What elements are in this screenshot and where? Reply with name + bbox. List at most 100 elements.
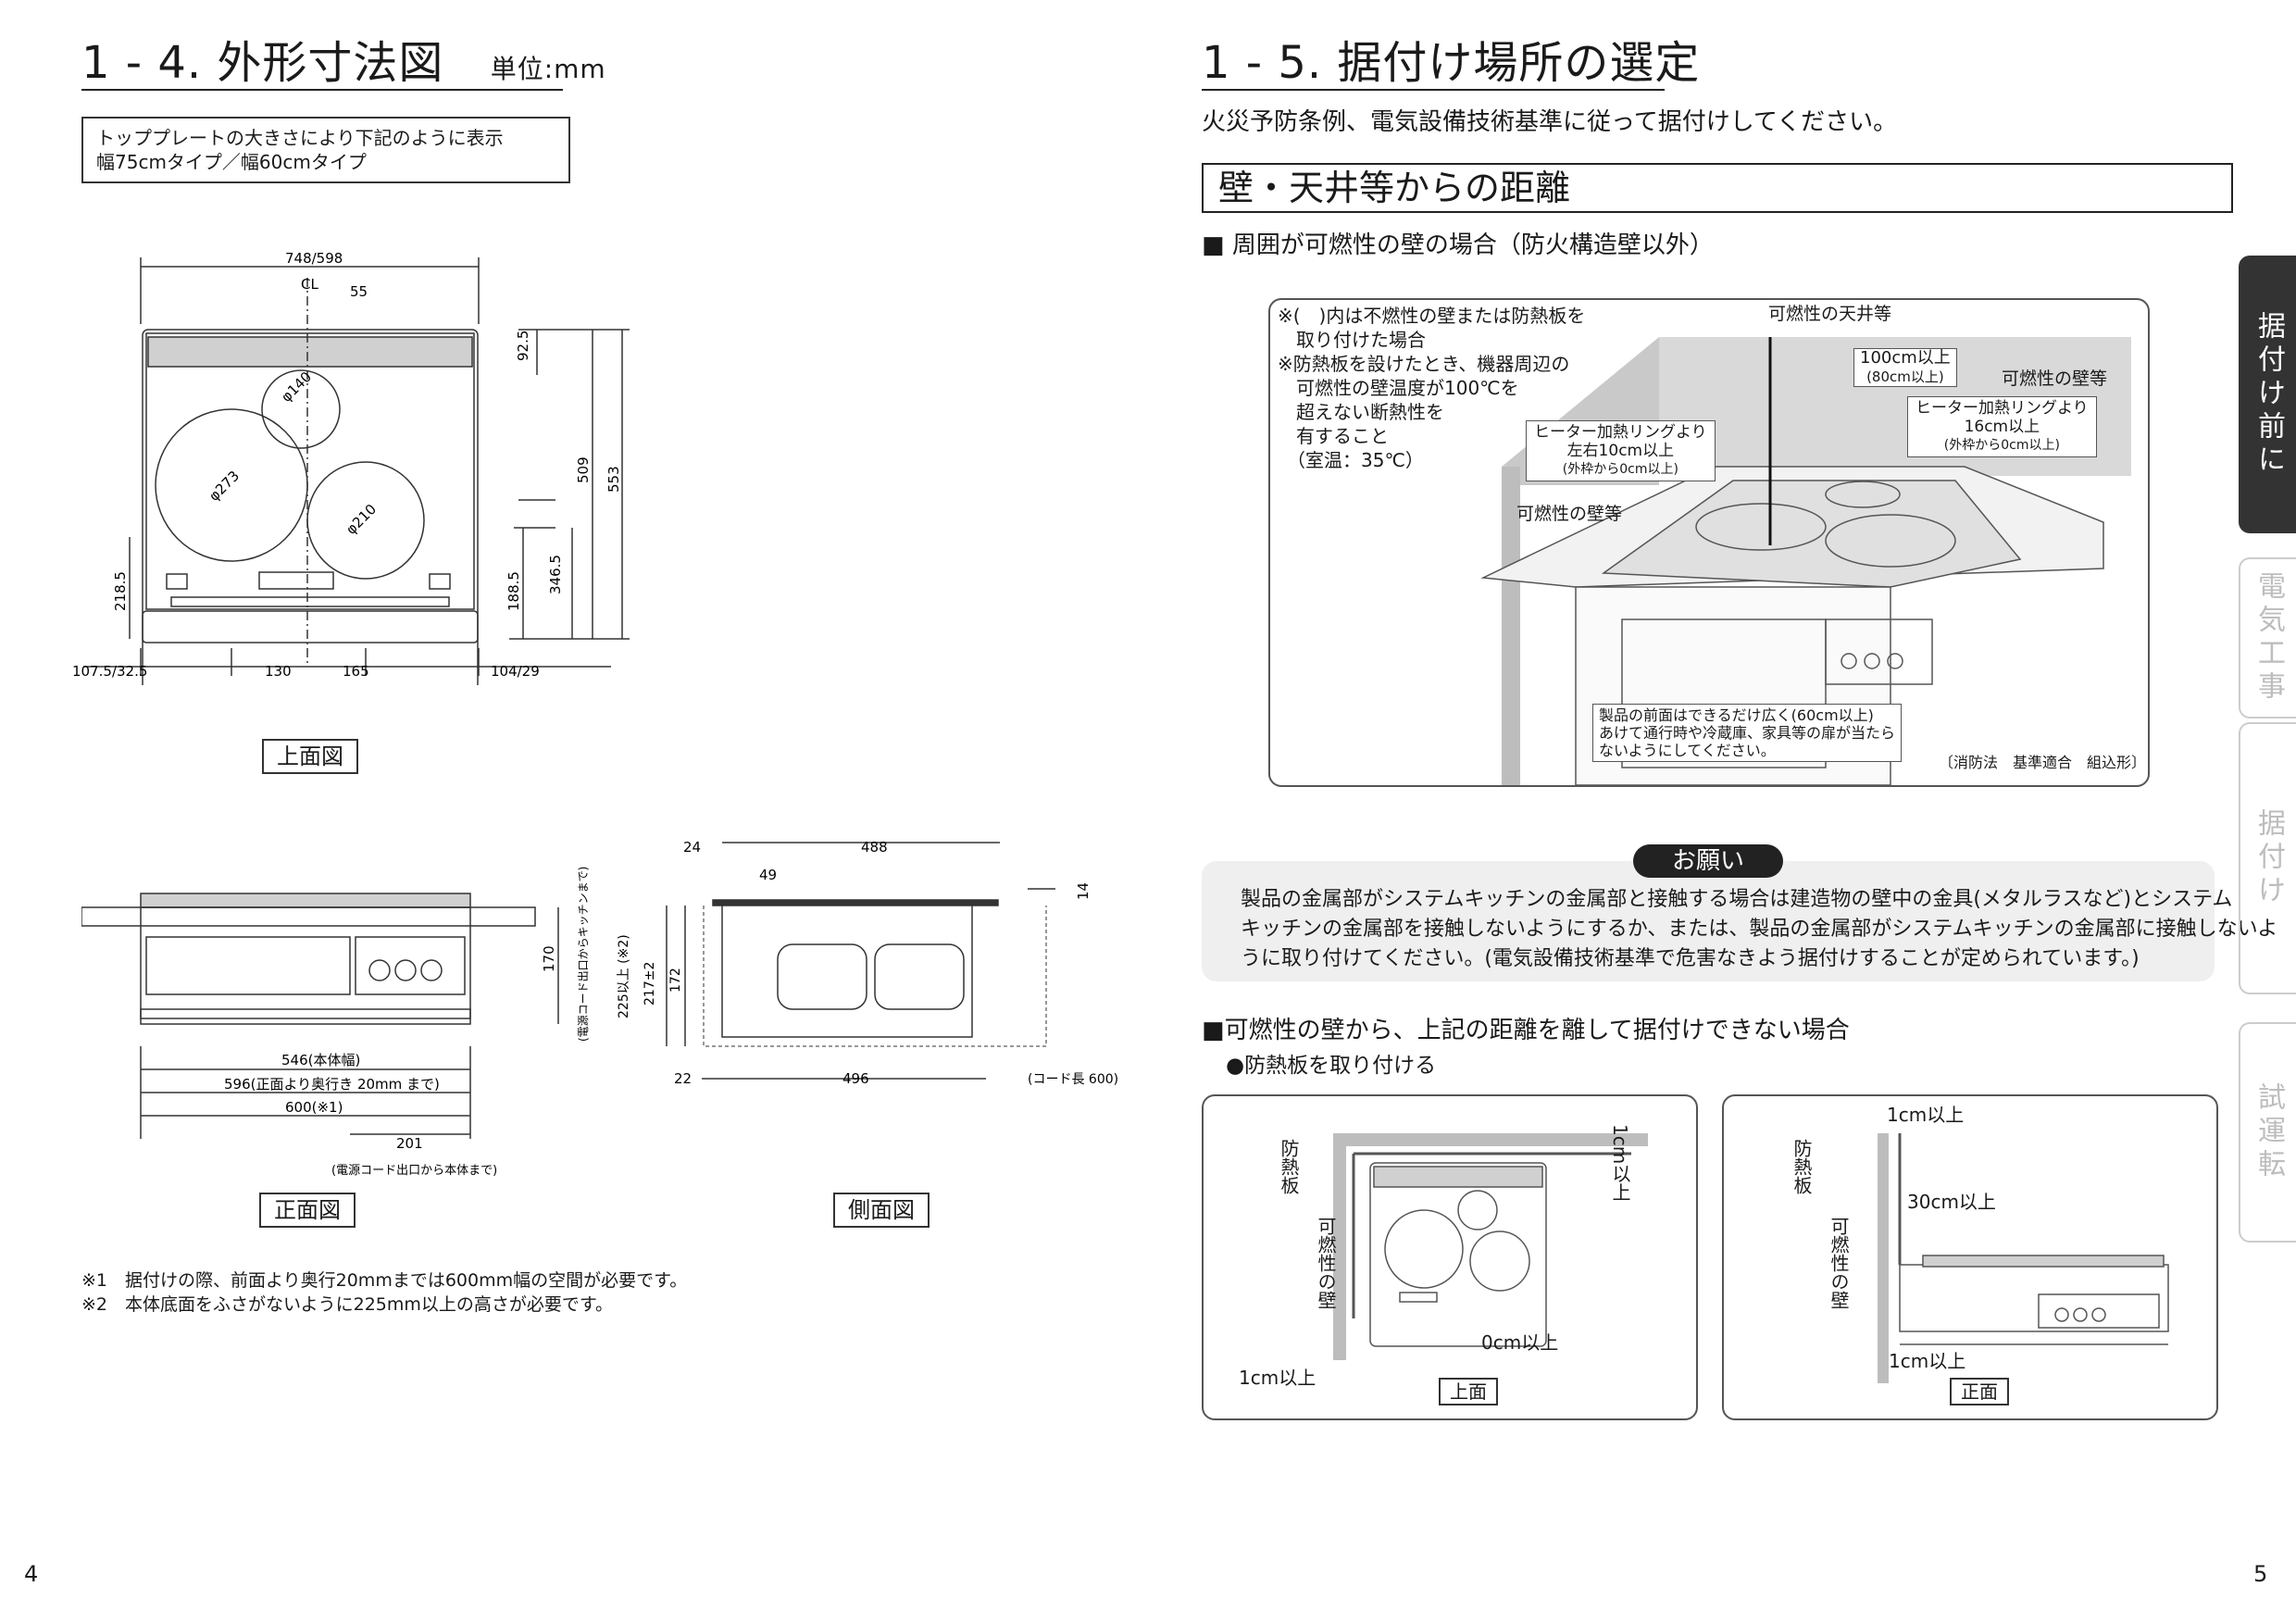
front-note-line: 製品の前面はできるだけ広く(60cm以上)	[1599, 706, 1874, 724]
dim-1cm-left: 1cm以上	[1239, 1367, 1316, 1389]
label-heat-plate: 防熱板	[1278, 1139, 1300, 1194]
front-view-drawing: 546(本体幅) 596(正面より奥行き 20mm まで) 600(※1) 20…	[81, 867, 590, 1178]
ring-right-text: (外枠から0cm以上)	[1943, 438, 2060, 453]
dim-49: 49	[759, 867, 777, 883]
dim-218-5: 218.5	[112, 571, 129, 611]
dim-phi273: φ273	[206, 468, 243, 505]
dim-165: 165	[343, 663, 369, 680]
dim-1cm-bottom: 1cm以上	[1889, 1350, 1966, 1372]
footnote: ※1 据付けの際、前面より奥行20mmまでは600mm幅の空間が必要です。	[81, 1270, 688, 1291]
caption-top-view: 上面図	[262, 739, 358, 774]
tab-label: 電気工事	[2252, 571, 2285, 705]
dim-346-5: 346.5	[547, 555, 564, 594]
label-ceiling: 可燃性の天井等	[1768, 304, 1892, 324]
callout-100cm: 100cm以上 (80cm以上)	[1853, 348, 1957, 387]
dim-172: 172	[668, 968, 683, 993]
dim-55: 55	[350, 283, 368, 300]
dim-188-5: 188.5	[505, 571, 522, 611]
callout-ring-left: ヒーター加熱リングより 左右10cm以上 (外枠から0cm以上)	[1526, 420, 1716, 481]
cord-kitchen-note: (電源コード出口からキッチンまで)	[577, 867, 590, 1042]
law-label: 〔消防法 基準適合 組込形〕	[1939, 754, 2147, 771]
label-wall: 可燃性の壁	[1828, 1217, 1850, 1309]
dim-596: 596(正面より奥行き 20mm まで)	[224, 1076, 440, 1093]
dim-80cm: (80cm以上)	[1866, 369, 1944, 385]
section-title-location: 1 - 5. 据付け場所の選定	[1202, 37, 1701, 89]
dim-14: 14	[1075, 882, 1092, 900]
size-note-line: 幅75cmタイプ／幅60cmタイプ	[96, 151, 367, 173]
dim-24: 24	[683, 839, 701, 856]
dim-107-5: 107.5/32.5	[72, 663, 147, 680]
ring-left-text: (外枠から0cm以上)	[1562, 462, 1678, 477]
dim-600: 600(※1)	[285, 1099, 343, 1116]
tab-test-run[interactable]: 試運転	[2239, 1022, 2296, 1243]
section-header-distance: 壁・天井等からの距離	[1202, 163, 2233, 213]
dim-104: 104/29	[491, 663, 540, 680]
label-wall-right: 可燃性の壁等	[2002, 369, 2108, 389]
ring-left-text: ヒーター加熱リングより	[1534, 423, 1707, 442]
dim-92-5: 92.5	[515, 331, 531, 361]
tab-electrical[interactable]: 電気工事	[2239, 557, 2296, 718]
dim-225: 225以上 (※2)	[617, 934, 631, 1018]
dim-0cm: 0cm以上	[1481, 1331, 1559, 1354]
page-number-left: 4	[24, 1561, 39, 1587]
dim-553: 553	[605, 466, 622, 493]
dim-1cm-top: 1cm以上	[1887, 1104, 1965, 1126]
bullet-combustible-wall: ■ 周囲が可燃性の壁の場合（防火構造壁以外）	[1202, 231, 1714, 259]
request-label: お願い	[1633, 844, 1783, 878]
bullet-heat-plate: ●防熱板を取り付ける	[1226, 1054, 1437, 1078]
front-note-line: あけて通行時や冷蔵庫、家具等の扉が当たら	[1599, 724, 1896, 742]
size-note: トッププレートの大きさにより下記のように表示 幅75cmタイプ／幅60cmタイプ	[81, 117, 570, 183]
request-box	[1202, 861, 2215, 981]
label-wall: 可燃性の壁	[1315, 1217, 1337, 1309]
callout-ring-right: ヒーター加熱リングより 16cm以上 (外枠から0cm以上)	[1907, 396, 2097, 457]
dim-22: 22	[674, 1070, 692, 1087]
request-line: うに取り付けてください。(電気設備技術基準で危害なきよう据付けすることが定められ…	[1241, 947, 2140, 970]
dim-overall-width: 748/598	[285, 250, 343, 267]
title-underline	[81, 89, 563, 91]
dim-100cm: 100cm以上	[1860, 348, 1951, 368]
dim-201: 201	[396, 1135, 423, 1152]
caption-top: 上面	[1439, 1378, 1498, 1405]
ring-right-text: ヒーター加熱リングより	[1915, 399, 2089, 418]
page-number-right: 5	[2253, 1561, 2268, 1587]
request-line: キッチンの金属部を接触しないようにするか、または、製品の金属部がシステムキッチン…	[1241, 918, 2278, 941]
figure-note-line: ※防熱板を設けたとき、機器周辺の	[1278, 353, 1570, 375]
dim-170: 170	[541, 945, 557, 972]
dim-130: 130	[265, 663, 292, 680]
dim-488: 488	[861, 839, 888, 856]
request-text: 製品の金属部がシステムキッチンの金属部と接触する場合は建造物の壁中の金具(メタル…	[1241, 885, 2277, 974]
dim-546: 546(本体幅)	[281, 1052, 360, 1068]
ring-left-text: 左右10cm以上	[1566, 442, 1675, 460]
bullet-cannot-separate: ■可燃性の壁から、上記の距離を離して据付けできない場合	[1202, 1017, 1850, 1044]
ring-right-text: 16cm以上	[1964, 418, 2040, 436]
heat-plate-front-diagram: 防熱板 可燃性の壁 1cm以上 30cm以上 1cm以上 正面	[1722, 1094, 2218, 1420]
dim-1cm-top: 1cm以上	[1609, 1124, 1631, 1202]
tab-label: 据付け	[2252, 808, 2285, 908]
figure-note-line: （室温：35℃）	[1278, 449, 1424, 471]
tab-label: 据付け前に	[2252, 311, 2285, 478]
intro-text: 火災予防条例、電気設備技術基準に従って据付けしてください。	[1202, 108, 1898, 136]
figure-note: ※( )内は不燃性の壁または防熱板を 取り付けた場合 ※防熱板を設けたとき、機器…	[1278, 304, 1585, 472]
side-view-drawing: 24 488 49 14 225以上 (※2) 217±2 172 22 496…	[617, 839, 1118, 1087]
caption-front-view: 正面図	[259, 1193, 356, 1228]
tab-before-install[interactable]: 据付け前に	[2239, 256, 2296, 533]
dim-cl: CL	[301, 276, 318, 293]
size-note-line: トッププレートの大きさにより下記のように表示	[96, 127, 504, 149]
tab-install[interactable]: 据付け	[2239, 722, 2296, 994]
caption-side-view: 側面図	[833, 1193, 930, 1228]
figure-note-line: 可燃性の壁温度が100℃を	[1278, 377, 1519, 399]
dim-496: 496	[842, 1070, 869, 1087]
caption-front: 正面	[1950, 1378, 2009, 1405]
dim-509: 509	[575, 456, 592, 483]
cord-note: (電源コード出口から本体まで)	[331, 1164, 497, 1178]
label-wall-left: 可燃性の壁等	[1516, 504, 1623, 524]
install-figure: ※( )内は不燃性の壁または防熱板を 取り付けた場合 ※防熱板を設けたとき、機器…	[1268, 298, 2150, 787]
heat-plate-top-diagram: 防熱板 可燃性の壁 1cm以上 0cm以上 1cm以上 上面	[1202, 1094, 1698, 1420]
cord-length: (コード長 600)	[1028, 1072, 1118, 1087]
callout-front-space: 製品の前面はできるだけ広く(60cm以上) あけて通行時や冷蔵庫、家具等の扉が当…	[1592, 704, 1903, 762]
front-note-line: ないようにしてください。	[1599, 742, 1776, 759]
figure-note-line: 有すること	[1278, 425, 1389, 447]
footnote: ※2 本体底面をふさがないように225mm以上の高さが必要です。	[81, 1294, 614, 1315]
dim-phi210: φ210	[343, 501, 380, 538]
label-heat-plate: 防熱板	[1791, 1139, 1813, 1194]
